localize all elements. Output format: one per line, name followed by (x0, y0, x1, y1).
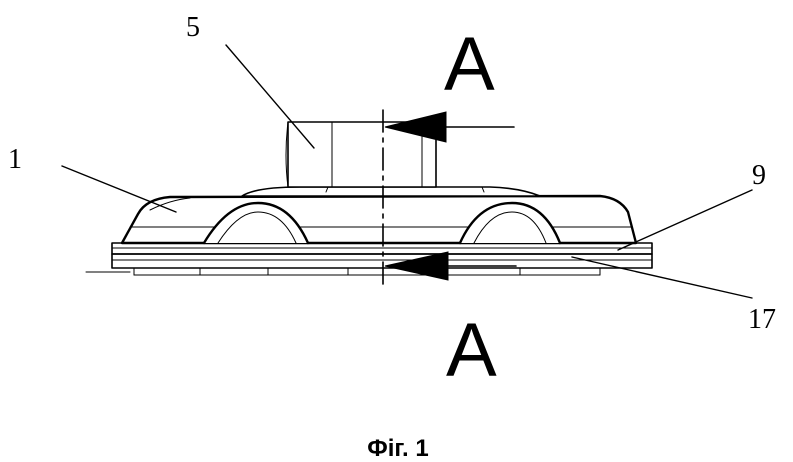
housing-body (120, 194, 638, 245)
leader-line-1 (61, 165, 177, 213)
section-arrow-top (384, 111, 515, 143)
right-arch (458, 201, 562, 245)
label-part-9: 9 (752, 160, 766, 191)
leader-line-17 (571, 256, 753, 299)
leader-line-5 (225, 44, 315, 149)
leader-line-9 (617, 189, 753, 251)
top-cap-profile (241, 186, 541, 197)
section-label-top: А (444, 22, 495, 107)
section-arrow-bottom (384, 251, 517, 281)
label-part-1: 1 (8, 144, 22, 175)
figure-caption: Фіг. 1 (367, 435, 428, 462)
upper-plate (111, 242, 653, 255)
section-label-bottom: А (446, 308, 497, 393)
lower-plate (111, 253, 653, 276)
label-part-5: 5 (186, 12, 200, 43)
left-arch (202, 201, 310, 245)
label-part-17: 17 (748, 304, 776, 335)
